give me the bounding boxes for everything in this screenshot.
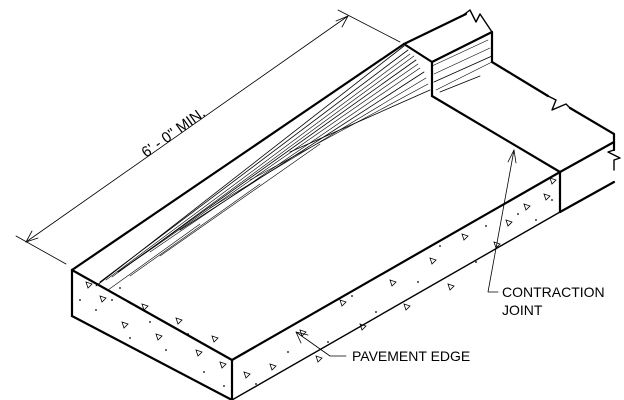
pavement-edge-arrow <box>295 331 309 344</box>
extension-line-top <box>337 9 401 43</box>
sidewalk-face <box>558 140 616 174</box>
curb-top-front <box>430 30 494 64</box>
concrete-aggregate-front <box>79 281 227 387</box>
contraction-joint-line <box>430 94 562 174</box>
slab-far-edge <box>70 42 406 272</box>
extension-line-bottom <box>15 235 67 265</box>
adjacent-curb-section <box>402 9 621 214</box>
sidewalk-right-edge <box>568 106 616 152</box>
sidewalk-bottom <box>558 180 616 214</box>
ramp-flare-edge <box>402 42 434 98</box>
slab-front-bottom <box>70 314 234 400</box>
contraction-joint-leader <box>487 149 515 293</box>
pavement-edge-label: PAVEMENT EDGE <box>352 348 470 364</box>
slab-right-top-edge <box>230 170 562 362</box>
break-line-top <box>461 9 493 33</box>
concrete-slab <box>70 42 562 400</box>
slab-front-top-edge <box>70 268 234 362</box>
sidewalk-top-edge <box>490 30 550 98</box>
dimension-label: 6' - 0" MIN. <box>138 104 208 161</box>
ramp-flare-texture <box>95 39 493 291</box>
curb-top-back <box>402 12 468 46</box>
pavement-edge-callout: PAVEMENT EDGE <box>295 331 470 364</box>
dimension-arrow-top <box>335 15 349 28</box>
concrete-aggregate-side <box>243 177 557 385</box>
break-line-right <box>607 149 621 171</box>
dimension-arrow-bottom <box>25 230 39 243</box>
contraction-joint-callout: CONTRACTION JOINT <box>487 149 605 318</box>
dimension-line <box>25 15 349 243</box>
slab-right-bottom <box>231 211 561 400</box>
contraction-joint-arrow <box>507 149 517 164</box>
contraction-joint-label-1: CONTRACTION <box>502 284 605 300</box>
break-line-middle <box>547 95 571 111</box>
contraction-joint-label-2: JOINT <box>502 302 543 318</box>
pavement-edge-leader <box>295 331 347 357</box>
dimension-6ft: 6' - 0" MIN. <box>15 9 401 265</box>
